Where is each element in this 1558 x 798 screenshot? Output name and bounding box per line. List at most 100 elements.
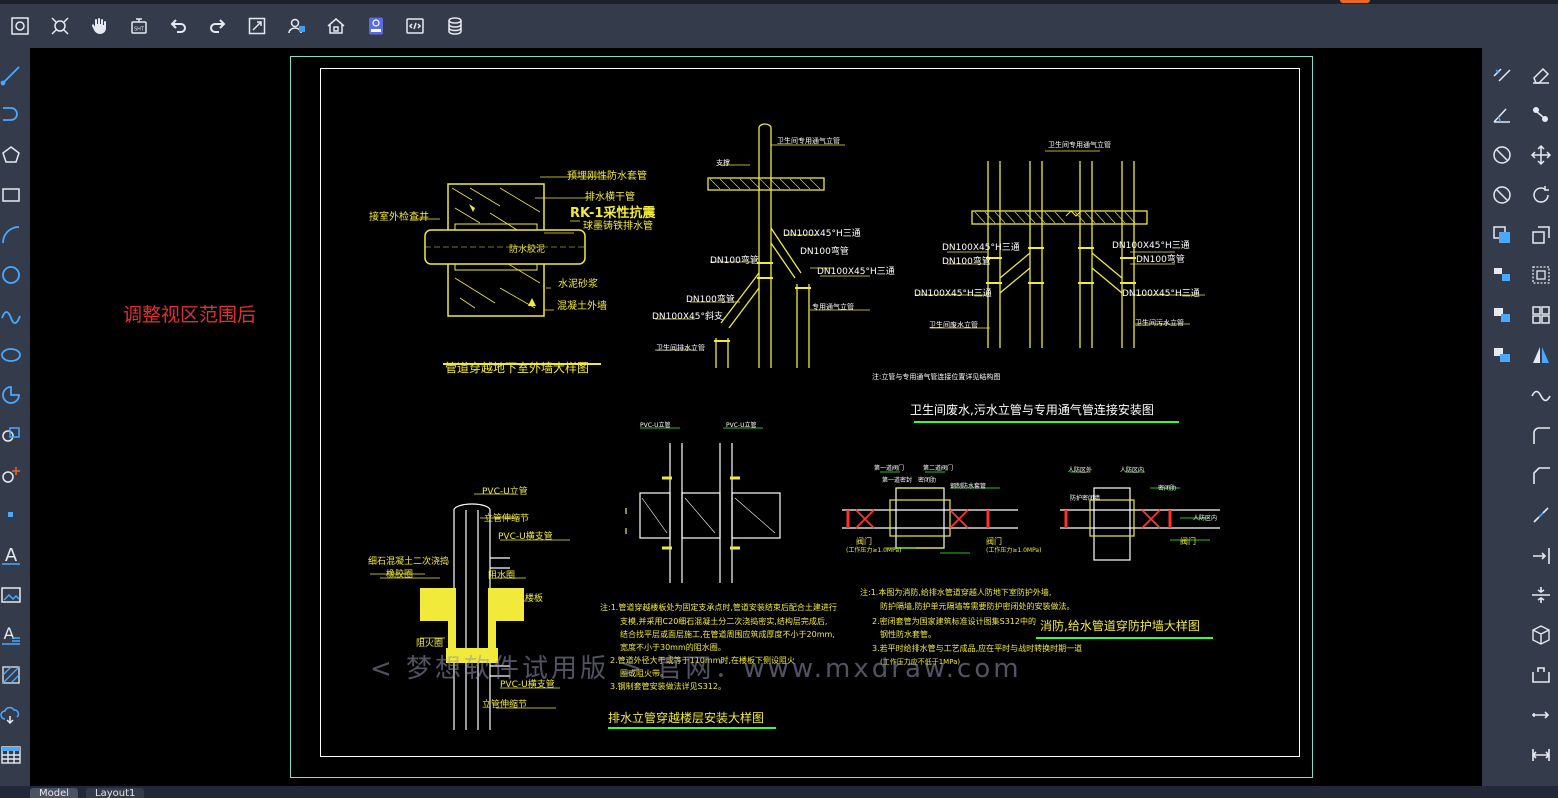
rotate-tool[interactable]: [1528, 182, 1554, 208]
code-icon: [406, 18, 424, 34]
extend-tool[interactable]: [1528, 542, 1554, 568]
svg-text:A: A: [5, 545, 18, 566]
user-button[interactable]: [283, 12, 311, 40]
stretch-tool[interactable]: [1528, 702, 1554, 728]
riser-b-label: DN100弯管: [942, 257, 991, 267]
layer-tool[interactable]: [1489, 342, 1515, 368]
array-rect-tool[interactable]: [1489, 302, 1515, 328]
fire-label: 阀门: [856, 537, 872, 546]
select-window-icon: [1532, 266, 1550, 284]
break-tool[interactable]: [1528, 502, 1554, 528]
explode-tool[interactable]: [1528, 662, 1554, 688]
riser-a-label: 支撑: [716, 159, 730, 167]
wall-label: RK-1采性抗震: [570, 206, 656, 221]
offset-tool[interactable]: [1489, 142, 1515, 168]
ellipse-tool[interactable]: [0, 342, 24, 368]
make-block-tool[interactable]: [0, 462, 24, 488]
rotate-icon: [1533, 186, 1549, 203]
code-button[interactable]: [401, 12, 429, 40]
wall-label: 混凝土外墙: [557, 301, 607, 312]
array-tool[interactable]: [1489, 262, 1515, 288]
riser-a-label: DN100X45°斜支: [652, 312, 723, 322]
align-tool[interactable]: [1489, 62, 1515, 88]
riser-b-note: 注:立管与专用通气管连接位置详见结构图: [872, 373, 1001, 381]
undo-button[interactable]: [164, 12, 192, 40]
mtext-tool[interactable]: A: [0, 622, 24, 648]
polygon-tool[interactable]: [0, 142, 24, 168]
spline-tool[interactable]: [0, 302, 24, 328]
line-tool[interactable]: [0, 62, 24, 88]
move-tool[interactable]: [1528, 142, 1554, 168]
extend-icon: [1533, 548, 1550, 564]
image-tool[interactable]: [0, 582, 24, 608]
pan-button[interactable]: [85, 12, 113, 40]
regen-icon: SHT: [130, 18, 147, 34]
select-window-tool[interactable]: [1528, 262, 1554, 288]
svg-text:SHT: SHT: [134, 27, 145, 33]
point-tool[interactable]: [0, 502, 24, 528]
home-button[interactable]: [322, 12, 350, 40]
floor-label: 立管伸缩节: [484, 514, 530, 524]
divide-tool[interactable]: [1528, 582, 1554, 608]
3d-box-tool[interactable]: [1528, 622, 1554, 648]
scale-tool[interactable]: [1528, 222, 1554, 248]
text-tool[interactable]: A: [0, 542, 24, 568]
floor-label: PVC-U立管: [482, 487, 528, 497]
fire-note: 防护隔墙,防护单元隔墙等需要防护密闭处的安装做法。: [880, 602, 1075, 611]
chamfer-tool[interactable]: [1528, 462, 1554, 488]
dimension-tool[interactable]: [1528, 742, 1554, 768]
duplicate-icon: [1493, 226, 1510, 243]
table-tool[interactable]: [0, 742, 24, 768]
floor-label: PVC-U横支管: [500, 680, 555, 690]
revcloud-tool[interactable]: [0, 702, 24, 728]
circle-icon: [2, 266, 20, 284]
grid-tool[interactable]: [1528, 302, 1554, 328]
insert-block-tool[interactable]: [0, 422, 24, 448]
regen-button[interactable]: SHT: [125, 12, 153, 40]
database-icon: [447, 17, 462, 35]
save-button[interactable]: [362, 12, 390, 40]
zoom-extents-icon: [11, 17, 29, 35]
fire-label: 人防区内: [1120, 467, 1145, 474]
joint-note: 注:1.管道穿越楼板处为固定支承点时,管道安装结束后配合土建进行: [600, 603, 837, 612]
browser-accent: [1340, 0, 1370, 3]
wave-tool[interactable]: [1528, 382, 1554, 408]
fire-note: 3.若平时给排水管与工艺成品,应在平时与战时转换时期一道: [872, 644, 1083, 653]
joint-detail: [625, 427, 781, 583]
align-icon: [1493, 68, 1511, 82]
wall-label: 接室外检查井: [369, 212, 429, 223]
layout-tabbar: Model Layout1: [0, 786, 1558, 798]
zoom-window-button[interactable]: [46, 12, 74, 40]
copy-tool[interactable]: [1528, 102, 1554, 128]
fullscreen-button[interactable]: [243, 12, 271, 40]
circle-tool[interactable]: [0, 262, 24, 288]
erase-tool[interactable]: [1528, 62, 1554, 88]
tab-model[interactable]: Model: [30, 788, 79, 798]
layers-button[interactable]: [441, 12, 469, 40]
duplicate-tool[interactable]: [1489, 222, 1515, 248]
riser-a-label: 专用通气立管: [812, 303, 854, 311]
polyline-tool[interactable]: [0, 102, 24, 128]
zoom-extents-button[interactable]: [6, 12, 34, 40]
drawing-canvas[interactable]: 调整视区范围后 预埋刚性防水套管 排水横干管 RK-1采性抗震 球墨铸铁排水管 …: [30, 48, 1482, 786]
riser-a-label: DN100弯管: [710, 256, 759, 266]
fire-label: 防护密闭墙: [1070, 495, 1101, 502]
rectangle-tool[interactable]: [0, 182, 24, 208]
trim-tool[interactable]: [1489, 182, 1515, 208]
fire-label: (工作压力≥1.0MPa): [986, 547, 1042, 554]
mirror-tool[interactable]: [1528, 342, 1554, 368]
point-icon: [8, 512, 13, 517]
user-icon: [287, 18, 305, 34]
erase-icon: [1533, 67, 1550, 84]
fillet-icon: [1533, 427, 1550, 444]
fire-label: 第一道密封: [882, 477, 913, 484]
polyline-icon: [3, 107, 18, 121]
redo-button[interactable]: [204, 12, 232, 40]
riser-b-label: DN100X45°H三通: [1112, 241, 1190, 251]
arc-tool[interactable]: [0, 222, 24, 248]
ellipse-arc-tool[interactable]: [0, 382, 24, 408]
measure-angle-tool[interactable]: [1489, 102, 1515, 128]
hatch-tool[interactable]: [0, 662, 24, 688]
tab-layout1[interactable]: Layout1: [86, 788, 145, 798]
fillet-tool[interactable]: [1528, 422, 1554, 448]
